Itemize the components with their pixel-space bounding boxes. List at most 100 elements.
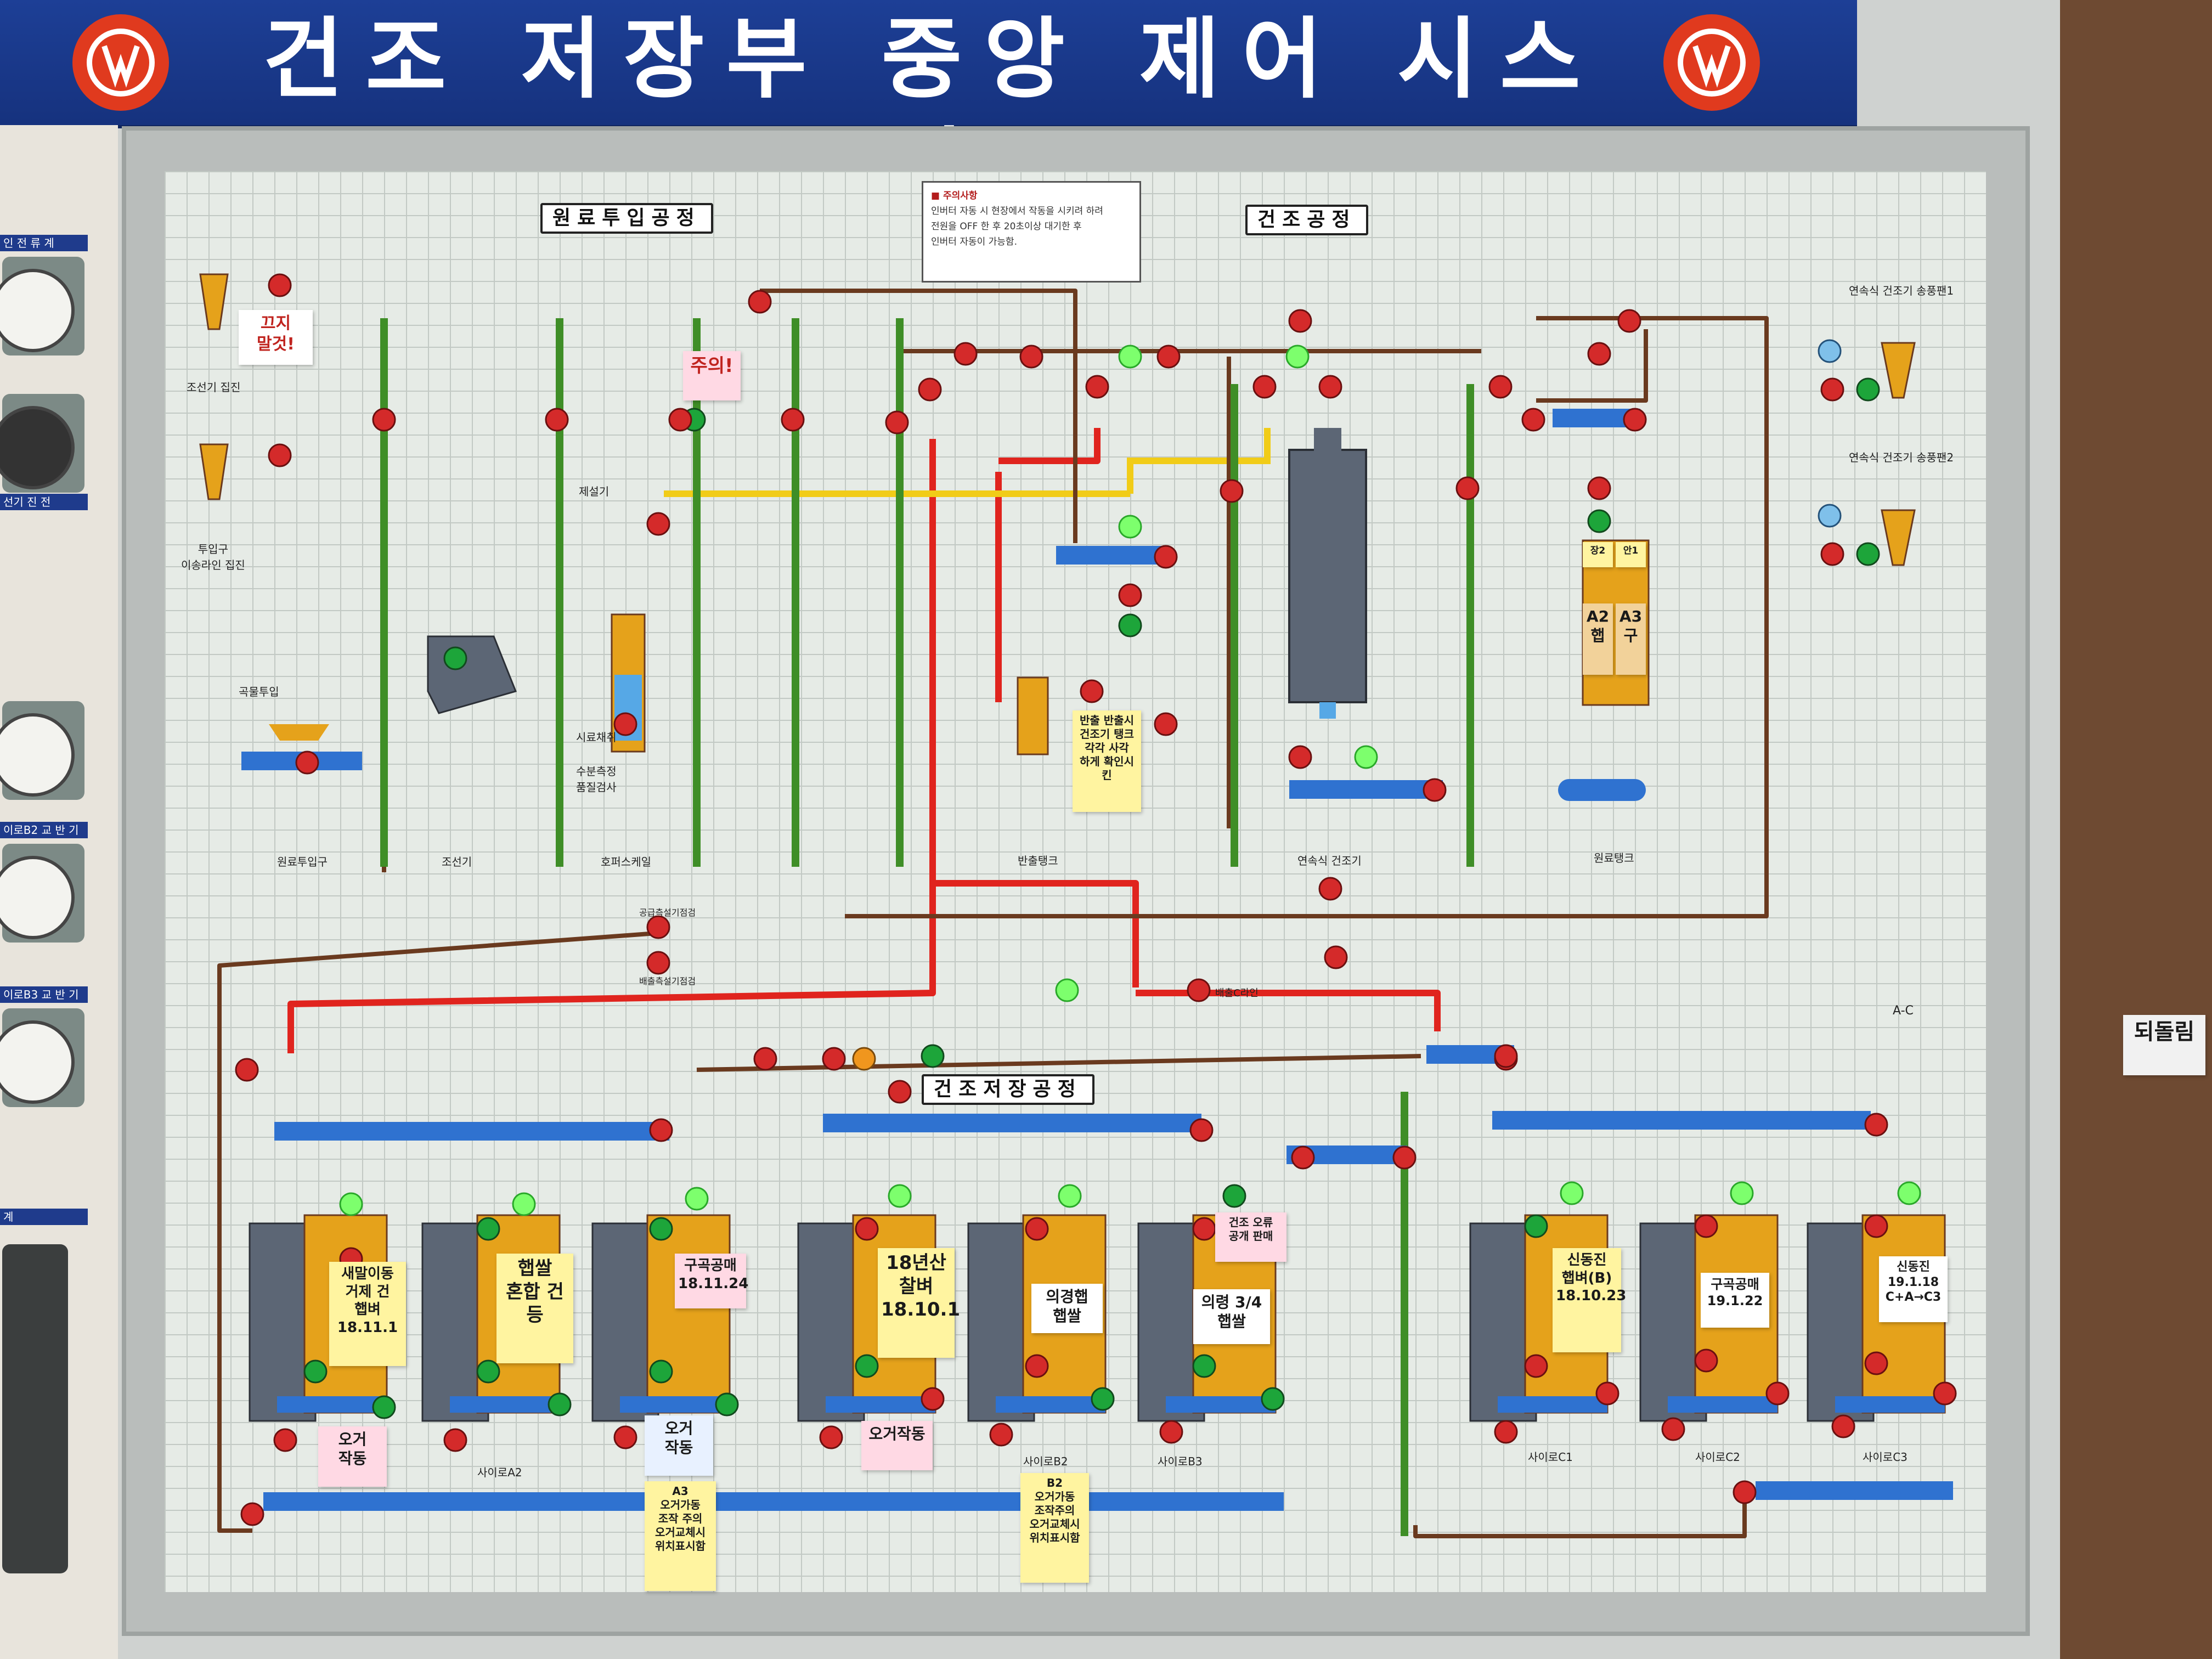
indicator-lamp-icon[interactable] — [646, 951, 670, 975]
indicator-lamp-icon[interactable] — [921, 1044, 945, 1068]
indicator-lamp-icon[interactable] — [548, 1392, 572, 1417]
indicator-lamp-icon[interactable] — [235, 1058, 259, 1082]
indicator-lamp-icon[interactable] — [476, 1359, 500, 1384]
indicator-lamp-icon[interactable] — [1524, 1214, 1548, 1238]
indicator-lamp-icon[interactable] — [715, 1392, 739, 1417]
indicator-lamp-icon[interactable] — [1818, 339, 1842, 363]
indicator-lamp-icon[interactable] — [921, 1387, 945, 1411]
indicator-lamp-icon[interactable] — [1818, 504, 1842, 528]
indicator-lamp-icon[interactable] — [1324, 945, 1348, 969]
indicator-lamp-icon[interactable] — [1661, 1417, 1685, 1441]
indicator-lamp-icon[interactable] — [372, 408, 396, 432]
indicator-lamp-icon[interactable] — [1285, 345, 1310, 369]
indicator-lamp-icon[interactable] — [303, 1359, 328, 1384]
indicator-lamp-icon[interactable] — [885, 410, 909, 435]
indicator-lamp-icon[interactable] — [240, 1502, 264, 1526]
indicator-lamp-icon[interactable] — [1192, 1217, 1216, 1241]
indicator-lamp-icon[interactable] — [953, 342, 978, 366]
indicator-lamp-icon[interactable] — [852, 1047, 876, 1071]
indicator-lamp-icon[interactable] — [649, 1217, 673, 1241]
indicator-lamp-icon[interactable] — [372, 1395, 396, 1419]
indicator-lamp-icon[interactable] — [918, 377, 942, 402]
indicator-lamp-icon[interactable] — [1080, 679, 1104, 703]
indicator-lamp-icon[interactable] — [443, 646, 467, 670]
indicator-lamp-icon[interactable] — [476, 1217, 500, 1241]
indicator-lamp-icon[interactable] — [1392, 1146, 1417, 1170]
indicator-lamp-icon[interactable] — [1694, 1214, 1718, 1238]
indicator-lamp-icon[interactable] — [1354, 745, 1378, 769]
indicator-lamp-icon[interactable] — [1455, 476, 1480, 500]
indicator-lamp-icon[interactable] — [613, 1425, 637, 1449]
indicator-lamp-icon[interactable] — [748, 290, 772, 314]
indicator-lamp-icon[interactable] — [1189, 1118, 1214, 1142]
indicator-lamp-icon[interactable] — [613, 712, 637, 736]
indicator-lamp-icon[interactable] — [1897, 1181, 1921, 1205]
indicator-lamp-icon[interactable] — [1820, 377, 1844, 402]
indicator-lamp-icon[interactable] — [649, 1118, 673, 1142]
indicator-lamp-icon[interactable] — [668, 408, 692, 432]
indicator-lamp-icon[interactable] — [1025, 1217, 1049, 1241]
indicator-lamp-icon[interactable] — [1864, 1214, 1888, 1238]
indicator-lamp-icon[interactable] — [646, 512, 670, 536]
indicator-lamp-icon[interactable] — [1488, 375, 1513, 399]
indicator-lamp-icon[interactable] — [1154, 712, 1178, 736]
indicator-lamp-icon[interactable] — [1856, 377, 1880, 402]
indicator-lamp-icon[interactable] — [1587, 342, 1611, 366]
indicator-lamp-icon[interactable] — [1291, 1146, 1315, 1170]
indicator-lamp-icon[interactable] — [1252, 375, 1277, 399]
indicator-lamp-icon[interactable] — [1694, 1348, 1718, 1373]
indicator-lamp-icon[interactable] — [339, 1192, 363, 1216]
indicator-lamp-icon[interactable] — [1560, 1181, 1584, 1205]
indicator-lamp-icon[interactable] — [1864, 1351, 1888, 1375]
indicator-lamp-icon[interactable] — [1288, 309, 1312, 333]
indicator-lamp-icon[interactable] — [1118, 583, 1142, 607]
indicator-lamp-icon[interactable] — [1118, 515, 1142, 539]
indicator-lamp-icon[interactable] — [295, 751, 319, 775]
indicator-lamp-icon[interactable] — [1055, 978, 1079, 1002]
indicator-lamp-icon[interactable] — [1864, 1113, 1888, 1137]
indicator-lamp-icon[interactable] — [781, 408, 805, 432]
indicator-lamp-icon[interactable] — [1261, 1387, 1285, 1411]
indicator-lamp-icon[interactable] — [1318, 375, 1342, 399]
indicator-lamp-icon[interactable] — [855, 1354, 879, 1378]
indicator-lamp-icon[interactable] — [1587, 509, 1611, 533]
indicator-lamp-icon[interactable] — [1025, 1354, 1049, 1378]
indicator-lamp-icon[interactable] — [1085, 375, 1109, 399]
indicator-lamp-icon[interactable] — [1156, 345, 1181, 369]
indicator-lamp-icon[interactable] — [1318, 877, 1342, 901]
indicator-lamp-icon[interactable] — [1733, 1480, 1757, 1504]
indicator-lamp-icon[interactable] — [888, 1080, 912, 1104]
indicator-lamp-icon[interactable] — [1118, 613, 1142, 637]
indicator-lamp-icon[interactable] — [1154, 545, 1178, 569]
indicator-lamp-icon[interactable] — [1831, 1414, 1855, 1438]
indicator-lamp-icon[interactable] — [1856, 542, 1880, 566]
indicator-lamp-icon[interactable] — [1595, 1381, 1620, 1406]
indicator-lamp-icon[interactable] — [1494, 1044, 1518, 1068]
indicator-lamp-icon[interactable] — [646, 915, 670, 939]
indicator-lamp-icon[interactable] — [753, 1047, 777, 1071]
indicator-lamp-icon[interactable] — [1587, 476, 1611, 500]
indicator-lamp-icon[interactable] — [649, 1359, 673, 1384]
indicator-lamp-icon[interactable] — [822, 1047, 846, 1071]
indicator-lamp-icon[interactable] — [1765, 1381, 1790, 1406]
indicator-lamp-icon[interactable] — [1521, 408, 1545, 432]
indicator-lamp-icon[interactable] — [273, 1428, 297, 1452]
indicator-lamp-icon[interactable] — [855, 1217, 879, 1241]
indicator-lamp-icon[interactable] — [989, 1423, 1013, 1447]
indicator-lamp-icon[interactable] — [1730, 1181, 1754, 1205]
indicator-lamp-icon[interactable] — [1820, 542, 1844, 566]
indicator-lamp-icon[interactable] — [1118, 345, 1142, 369]
indicator-lamp-icon[interactable] — [1159, 1420, 1183, 1444]
indicator-lamp-icon[interactable] — [1288, 745, 1312, 769]
indicator-lamp-icon[interactable] — [545, 408, 569, 432]
selector-switch-icon[interactable] — [0, 394, 84, 493]
indicator-lamp-icon[interactable] — [1192, 1354, 1216, 1378]
indicator-lamp-icon[interactable] — [1623, 408, 1647, 432]
indicator-lamp-icon[interactable] — [1220, 479, 1244, 503]
indicator-lamp-icon[interactable] — [268, 443, 292, 467]
indicator-lamp-icon[interactable] — [1617, 309, 1641, 333]
indicator-lamp-icon[interactable] — [1933, 1381, 1957, 1406]
indicator-lamp-icon[interactable] — [1187, 978, 1211, 1002]
indicator-lamp-icon[interactable] — [512, 1192, 536, 1216]
indicator-lamp-icon[interactable] — [268, 273, 292, 297]
